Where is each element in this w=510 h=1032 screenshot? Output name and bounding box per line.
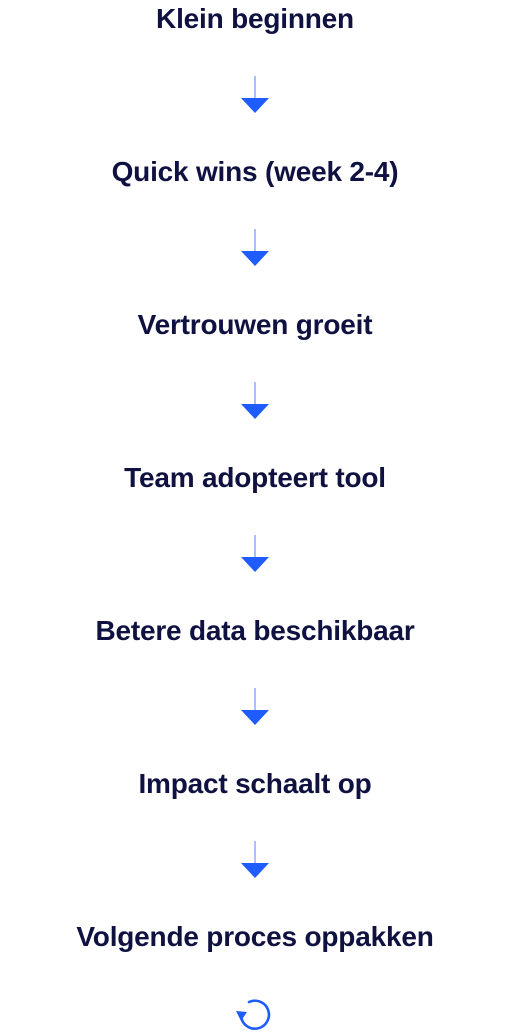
arrow-down-icon <box>241 76 269 113</box>
step-team-adopteert-tool: Team adopteert tool <box>124 462 386 493</box>
step-betere-data-beschikbaar: Betere data beschikbaar <box>95 615 415 646</box>
step-quick-wins: Quick wins (week 2-4) <box>111 156 399 187</box>
arrow-down-icon <box>241 535 269 572</box>
arrow-down-icon <box>241 382 269 419</box>
step-klein-beginnen: Klein beginnen <box>156 3 354 34</box>
step-impact-schaalt-op: Impact schaalt op <box>138 768 372 799</box>
step-volgende-proces-oppakken: Volgende proces oppakken <box>76 921 434 952</box>
arrow-down-icon <box>241 841 269 878</box>
arrow-down-icon <box>241 688 269 725</box>
step-vertrouwen-groeit: Vertrouwen groeit <box>137 309 373 340</box>
cycle-icon <box>236 999 271 1030</box>
arrow-down-icon <box>241 229 269 266</box>
